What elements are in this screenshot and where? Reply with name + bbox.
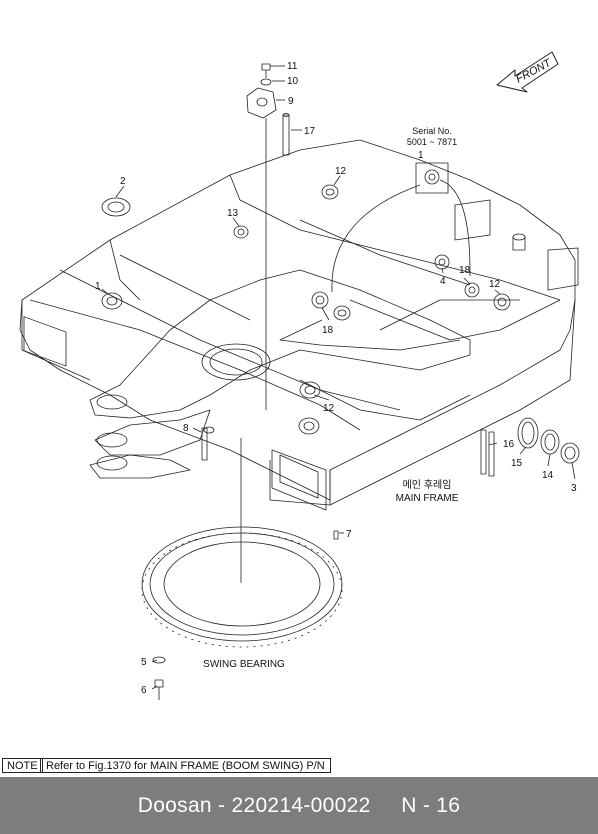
bracket-9 [246,87,277,119]
seal-3 [560,442,580,464]
callout-13: 13 [227,208,239,219]
bolt-11 [261,63,271,78]
callout-17: 17 [304,126,316,137]
callout-12-right: 12 [489,279,501,290]
callout-6: 6 [141,685,147,696]
main-frame [19,139,579,511]
pin-8 [201,426,215,461]
callout-9: 9 [288,96,294,107]
grommet-12a [321,184,339,200]
grommet-18a [311,291,329,309]
callout-8: 8 [183,423,189,434]
callout-serial-1: 1 [418,150,424,161]
grommet-18b [464,282,480,298]
callout-14: 14 [542,470,554,481]
callout-7: 7 [346,529,352,540]
seal-14 [540,429,560,455]
front-arrow [496,51,559,93]
washer-5 [152,656,166,664]
callout-11: 11 [287,61,298,72]
serial-grommet-1 [424,169,440,185]
footer-brand: Doosan [137,794,212,817]
grommet-12b [493,293,511,311]
callout-10: 10 [287,76,299,87]
pin-7 [333,530,339,540]
main-frame-exploded-drawing: FRONT Serial No. 5001 ~ 7871 메인 후레임 MAIN… [19,51,580,700]
grommet-12c-upper [299,381,321,399]
callout-16: 16 [503,439,515,450]
washer-10 [260,78,272,86]
callout-15: 15 [511,458,523,469]
main-frame-label-kr: 메인 후레임 [403,478,452,491]
grommet-4 [434,254,450,270]
main-frame-label-en: MAIN FRAME [396,493,459,504]
footer-page-ref: N - 16 [401,794,461,817]
note-text: Refer to Fig.1370 for MAIN FRAME (BOOM S… [40,758,331,773]
grommet-12c-lower [298,417,320,435]
footer-bar: Doosan - 220214-00022 N - 16 [0,777,598,834]
note-bar: NOTE Refer to Fig.1370 for MAIN FRAME (B… [0,757,598,774]
seal-15 [517,417,539,449]
strip-16 [480,429,495,477]
grommet-13 [233,225,249,239]
callout-18-left-a: 18 [322,325,334,336]
bolt-6 [154,679,164,700]
grommet-2 [101,197,131,217]
callout-12-center: 12 [323,403,335,414]
callout-3: 3 [571,483,577,494]
footer-text: Doosan - 220214-00022 N - 16 [137,794,461,817]
callout-18-right: 18 [459,265,471,276]
swing-bearing-label: SWING BEARING [203,659,285,670]
callout-5: 5 [141,657,147,668]
serial-box [415,162,449,194]
callout-4: 4 [440,276,446,287]
serial-label-line2: 5001 ~ 7871 [407,137,457,147]
grommet-1a [101,292,123,310]
swing-bearing [141,526,343,648]
callout-1-left: 1 [95,281,101,292]
serial-label-line1: Serial No. [412,126,452,136]
grommet-18c [333,305,351,321]
callout-12-top: 12 [335,166,347,177]
footer-part-number: 220214-00022 [231,794,371,817]
note-tag: NOTE [2,758,43,773]
callout-2: 2 [120,176,126,187]
pin-17 [282,113,290,156]
